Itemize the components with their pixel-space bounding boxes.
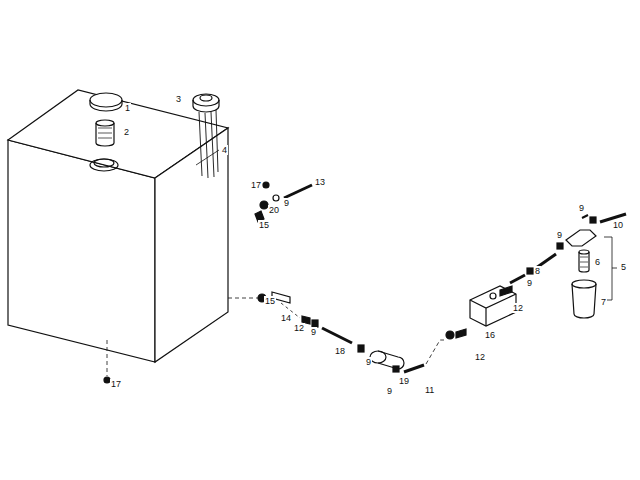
callout-number: 14 — [280, 313, 292, 323]
callout-number: 7 — [600, 297, 607, 307]
callout-number: 9 — [526, 278, 533, 288]
callout-number: 17 — [250, 180, 262, 190]
callout-number: 20 — [268, 205, 280, 215]
callout-number: 13 — [314, 177, 326, 187]
callout-number: 12 — [474, 352, 486, 362]
callout-number: 9 — [578, 203, 585, 213]
callout-number: 2 — [123, 127, 130, 137]
callout-number: 1 — [124, 103, 131, 113]
callout-number: 18 — [334, 346, 346, 356]
callout-number: 3 — [175, 94, 182, 104]
callout-number: 15 — [264, 296, 276, 306]
callout-number: 19 — [398, 376, 410, 386]
callout-number: 17 — [110, 379, 122, 389]
callout-number: 9 — [283, 198, 290, 208]
callout-number: 5 — [620, 262, 627, 272]
callout-number: 9 — [310, 327, 317, 337]
callout-number: 16 — [484, 330, 496, 340]
callout-number: 6 — [594, 257, 601, 267]
callout-number: 10 — [612, 220, 624, 230]
callout-number: 4 — [221, 145, 228, 155]
callout-number: 9 — [556, 230, 563, 240]
callout-number: 11 — [424, 385, 435, 395]
callout-number: 15 — [258, 220, 270, 230]
callout-number: 12 — [512, 303, 524, 313]
callout-number: 9 — [365, 357, 372, 367]
callout-number: 8 — [534, 266, 541, 276]
callout-number: 12 — [293, 323, 305, 333]
callout-number: 9 — [386, 386, 393, 396]
